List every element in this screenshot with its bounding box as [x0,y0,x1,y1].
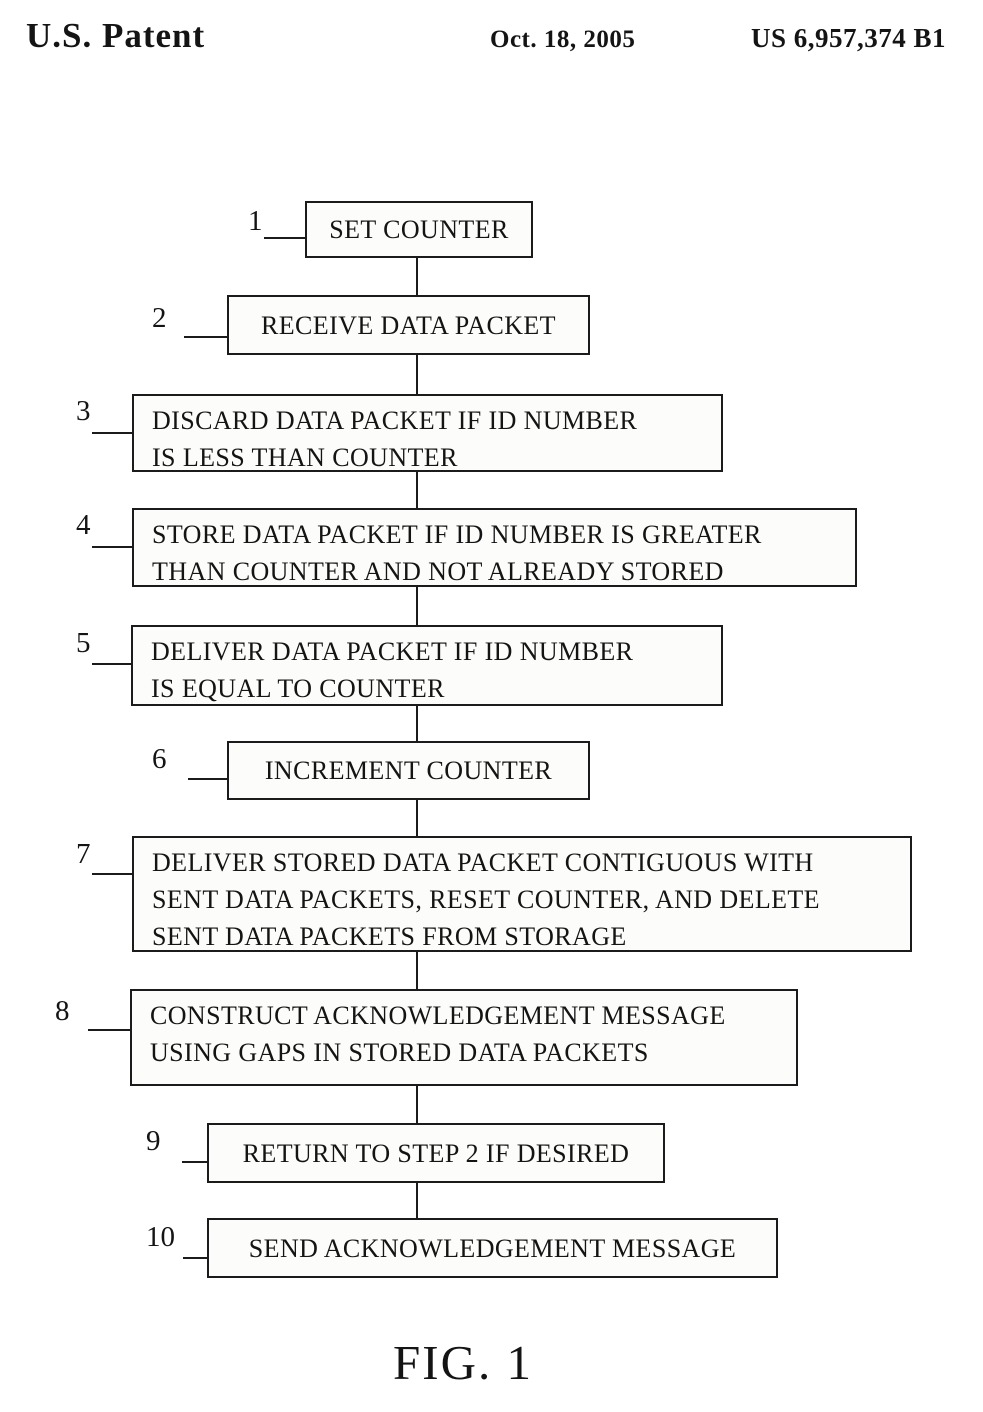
connector-line-2-3 [416,355,418,394]
step-text: RECEIVE DATA PACKET [261,310,556,340]
step-box-4: STORE DATA PACKET IF ID NUMBER IS GREATE… [132,508,857,587]
leader-line-3 [92,432,132,434]
step-number-5: 5 [76,627,91,659]
leader-line-6 [188,778,227,780]
step-text: THAN COUNTER AND NOT ALREADY STORED [152,557,724,586]
step-number-2: 2 [152,302,167,334]
connector-line-7-8 [416,952,418,989]
leader-line-2 [184,336,227,338]
connector-line-4-5 [416,587,418,625]
step-text: DELIVER DATA PACKET IF ID NUMBER [151,637,634,666]
patent-number: US 6,957,374 B1 [751,23,947,53]
step-text: USING GAPS IN STORED DATA PACKETS [150,1038,649,1067]
step-text: IS LESS THAN COUNTER [152,443,458,472]
step-box-9: RETURN TO STEP 2 IF DESIRED [207,1123,665,1183]
connector-line-3-4 [416,472,418,508]
step-text: DISCARD DATA PACKET IF ID NUMBER [152,406,638,435]
step-number-7: 7 [76,838,91,870]
step-box-10: SEND ACKNOWLEDGEMENT MESSAGE [207,1218,778,1278]
connector-line-6-7 [416,800,418,836]
patent-date: Oct. 18, 2005 [490,26,636,53]
connector-line-9-10 [416,1183,418,1218]
step-number-3: 3 [76,395,91,427]
step-box-7: DELIVER STORED DATA PACKET CONTIGUOUS WI… [132,836,912,952]
step-box-3: DISCARD DATA PACKET IF ID NUMBER IS LESS… [132,394,723,472]
leader-line-7 [92,873,132,875]
step-number-4: 4 [76,509,91,541]
step-text: IS EQUAL TO COUNTER [151,674,445,703]
leader-line-5 [92,663,131,665]
step-box-5: DELIVER DATA PACKET IF ID NUMBER IS EQUA… [131,625,723,706]
connector-line-1-2 [416,258,418,295]
step-text: RETURN TO STEP 2 IF DESIRED [242,1138,630,1168]
leader-line-10 [183,1257,207,1259]
step-number-10: 10 [146,1221,175,1253]
leader-line-4 [92,546,132,548]
leader-line-9 [182,1161,207,1163]
figure-caption: FIG. 1 [393,1335,533,1390]
patent-title: U.S. Patent [26,16,206,55]
step-box-2: RECEIVE DATA PACKET [227,295,590,355]
step-text: SET COUNTER [329,215,509,244]
step-number-6: 6 [152,743,167,775]
connector-line-8-9 [416,1086,418,1123]
step-text: STORE DATA PACKET IF ID NUMBER IS GREATE… [152,520,762,549]
step-text: SENT DATA PACKETS FROM STORAGE [152,922,627,951]
step-text: CONSTRUCT ACKNOWLEDGEMENT MESSAGE [150,1001,726,1030]
step-number-8: 8 [55,995,70,1027]
connector-line-5-6 [416,706,418,741]
step-number-1: 1 [248,205,263,237]
step-text: SEND ACKNOWLEDGEMENT MESSAGE [248,1233,737,1263]
step-box-8: CONSTRUCT ACKNOWLEDGEMENT MESSAGE USING … [130,989,798,1086]
leader-line-8 [88,1029,130,1031]
step-text: INCREMENT COUNTER [264,756,553,785]
step-box-1: SET COUNTER [305,201,533,258]
leader-line-1 [264,237,305,239]
step-text: SENT DATA PACKETS, RESET COUNTER, AND DE… [152,885,820,914]
step-box-6: INCREMENT COUNTER [227,741,590,800]
step-text: DELIVER STORED DATA PACKET CONTIGUOUS WI… [152,848,814,877]
step-number-9: 9 [146,1125,161,1157]
